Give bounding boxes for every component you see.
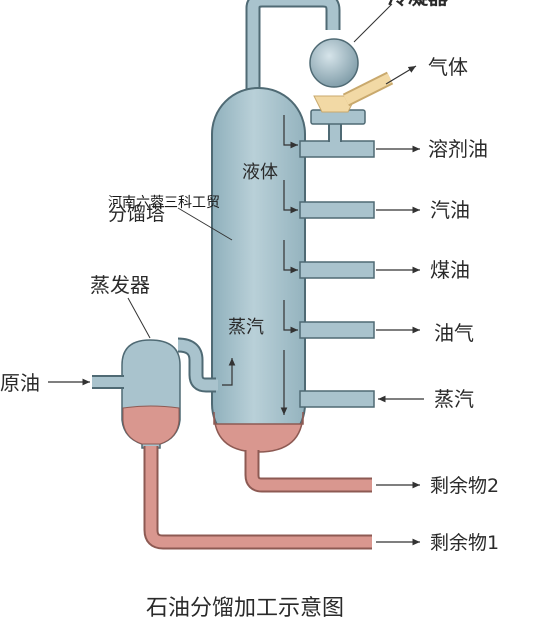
crude-oil-label: 原油 xyxy=(0,371,40,395)
solvent-oil-label: 溶剂油 xyxy=(428,137,488,161)
gas-label: 气体 xyxy=(428,55,468,79)
residue-2-label: 剩余物2 xyxy=(430,475,499,497)
evaporator-label: 蒸发器 xyxy=(90,273,150,297)
caption: 石油分馏加工示意图 xyxy=(146,596,344,618)
leader-lines xyxy=(127,3,393,339)
liquid-label: 液体 xyxy=(242,162,278,183)
tower-label: 分馏塔 xyxy=(108,203,165,225)
steam-input-label: 蒸汽 xyxy=(434,387,474,411)
condenser xyxy=(309,38,359,88)
evaporator-residue xyxy=(122,405,180,445)
diesel-label: 油气 xyxy=(434,321,474,345)
condenser-label: 冷凝器 xyxy=(388,0,449,9)
vapor-pipe-to-condenser-fill xyxy=(247,0,339,98)
residue-1-pipe xyxy=(143,446,372,550)
vapor-label: 蒸汽 xyxy=(228,317,264,338)
internal-flow-arrows xyxy=(222,115,298,415)
residue-2-pipe-fill xyxy=(246,450,372,491)
side-draw-pipes xyxy=(299,140,375,408)
condenser-funnel xyxy=(313,95,357,113)
residue-1-label: 剩余物1 xyxy=(430,532,499,554)
watermark: 河南六蓉三科工贸 xyxy=(108,195,220,211)
kerosene-label: 煤油 xyxy=(430,258,470,282)
outlet-arrows xyxy=(48,65,424,546)
fractionating-tower xyxy=(211,87,306,451)
gasoline-label: 汽油 xyxy=(430,198,470,222)
